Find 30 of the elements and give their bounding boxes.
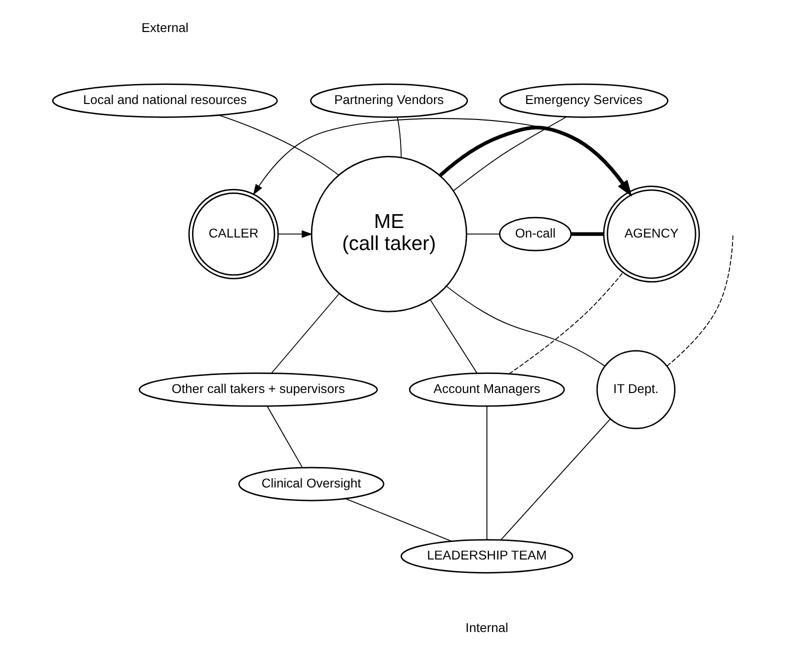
node-circle: IT Dept. (596, 350, 675, 430)
label: External (141, 20, 188, 35)
node-ellipse: On-call (498, 216, 572, 252)
connector (266, 406, 302, 468)
connector (486, 406, 487, 540)
node-circle: CALLER (188, 188, 278, 280)
connector (218, 114, 339, 176)
arrow (278, 230, 312, 238)
connector (466, 234, 500, 235)
node-ellipse: Other call takers + supervisors (138, 372, 378, 407)
connector (666, 234, 733, 366)
connector (446, 286, 606, 367)
connector (430, 300, 477, 374)
node-ellipse: Emergency Services (498, 84, 668, 118)
node-circle: AGENCY (602, 186, 700, 282)
node-ellipse: LEADERSHIP TEAM (400, 539, 573, 574)
connector (500, 418, 610, 540)
arrow (438, 126, 632, 197)
node-circle: ME (call taker) (310, 156, 467, 312)
node-ellipse: Partnering Vendors (310, 84, 468, 118)
connector (508, 272, 624, 374)
node-ellipse: Account Managers (408, 372, 564, 407)
node-ellipse: Local and national resources (52, 84, 278, 118)
connector (270, 294, 339, 374)
node-ellipse: Clinical Oversight (238, 466, 384, 502)
connector (570, 232, 604, 236)
connector (396, 116, 402, 158)
connector (452, 116, 566, 192)
connector (344, 498, 452, 542)
label: Internal (465, 620, 508, 635)
